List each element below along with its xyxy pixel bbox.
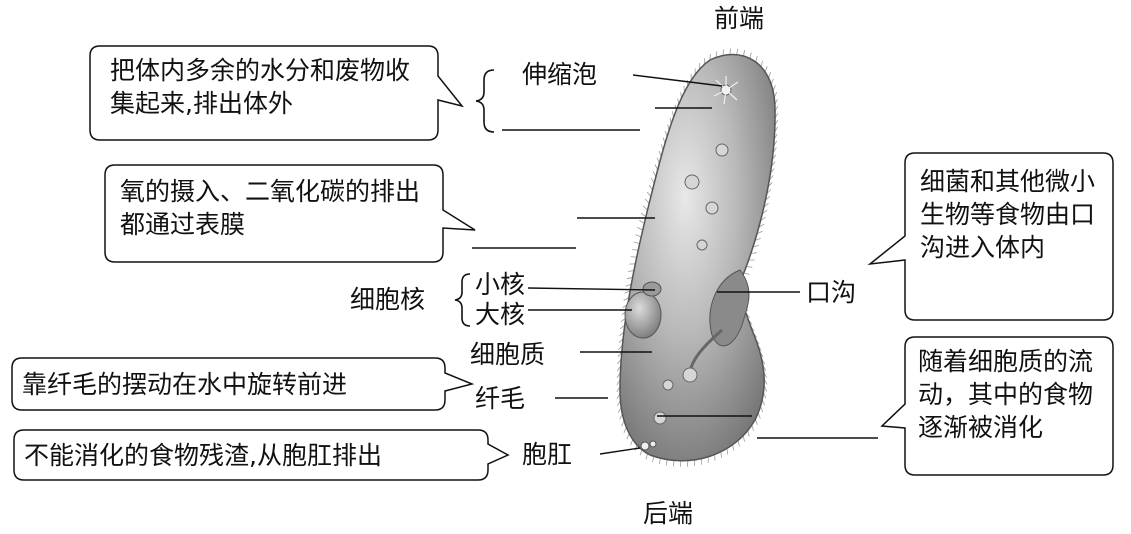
- callout-membrane-text: 氧的摄入、二氧化碳的排出都通过表膜: [120, 175, 438, 241]
- label-contractile-vacuole: 伸缩泡: [522, 60, 597, 90]
- label-anal-pore: 胞肛: [522, 440, 572, 470]
- label-cilia: 纤毛: [475, 384, 525, 414]
- label-oral-groove: 口沟: [806, 278, 856, 308]
- paramecium-body: [620, 54, 775, 460]
- label-cytoplasm: 细胞质: [470, 340, 545, 370]
- callout-oral-groove-text: 细菌和其他微小生物等食物由口沟进入体内: [920, 165, 1110, 264]
- micronucleus-shape: [643, 282, 661, 296]
- label-nucleus: 细胞核: [350, 285, 425, 315]
- label-front-end: 前端: [714, 4, 764, 34]
- label-rear-end: 后端: [643, 499, 693, 529]
- callout-anal-pore-text: 不能消化的食物残渣,从胞肛排出: [24, 439, 486, 472]
- label-micronucleus: 小核: [475, 270, 525, 300]
- callout-cilia-text: 靠纤毛的摆动在水中旋转前进: [22, 368, 447, 401]
- brace-nucleus: [455, 274, 470, 326]
- macronucleus-shape: [625, 292, 661, 338]
- label-macronucleus: 大核: [475, 300, 525, 330]
- brace-vacuole: [476, 70, 494, 132]
- callout-cytoplasm-text: 随着细胞质的流动，其中的食物逐渐被消化: [918, 345, 1112, 444]
- callout-vacuole-text: 把体内多余的水分和废物收集起来,排出体外: [110, 54, 432, 120]
